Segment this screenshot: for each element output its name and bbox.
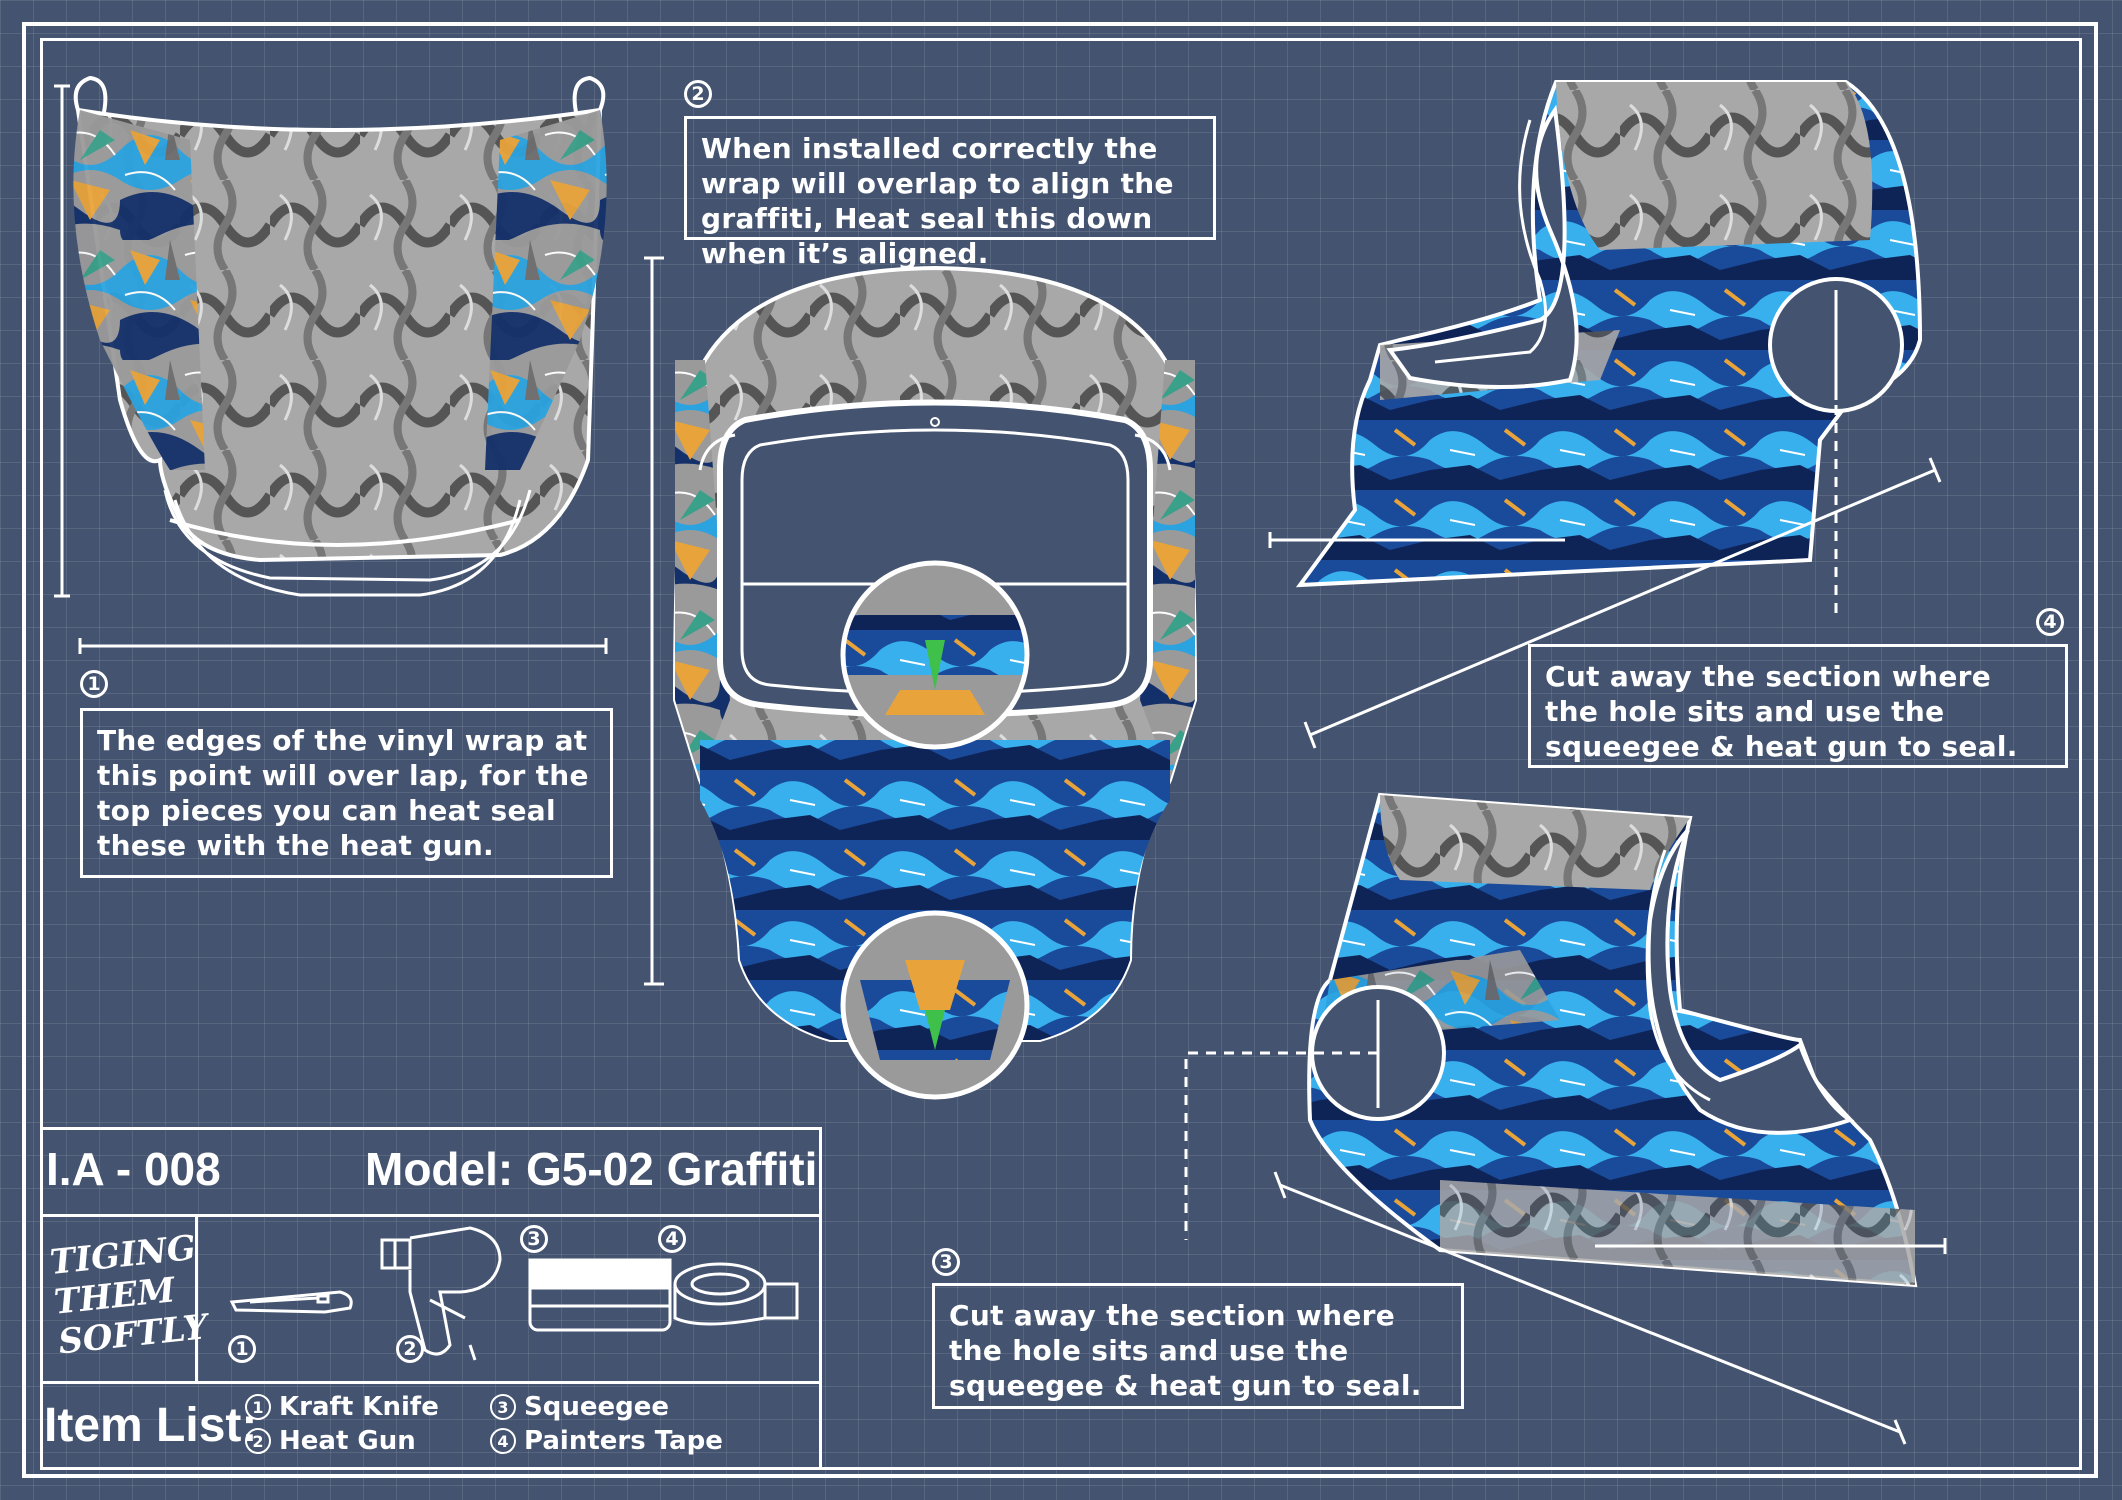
title-row: I.A - 008 Model: G5-02 Graffiti — [40, 1130, 819, 1217]
drawing-ref: I.A - 008 — [46, 1143, 221, 1195]
top-shell-panel — [73, 75, 607, 597]
squeegee-icon — [528, 1258, 672, 1332]
logo-cell: TIGING THEM SOFTLY — [40, 1217, 209, 1381]
dimension-lines-right-top — [1268, 457, 1942, 749]
tool-marker-2: 2 — [396, 1335, 424, 1363]
tool-marker-3: 3 — [520, 1225, 548, 1253]
item-heat-gun: 2 Heat Gun — [245, 1426, 416, 1456]
outer-frame — [22, 22, 2098, 1478]
marker-3: 3 — [932, 1248, 960, 1276]
title-block: I.A - 008 Model: G5-02 Graffiti TIGING T… — [40, 1127, 822, 1470]
dimension-lines-top-left — [54, 84, 608, 654]
item-painters-tape: 4 Painters Tape — [490, 1426, 723, 1456]
marker-1: 1 — [80, 670, 108, 698]
tool-marker-1: 1 — [228, 1335, 256, 1363]
right-side-panel — [1295, 80, 1923, 620]
note-1: The edges of the vinyl wrap at this poin… — [80, 708, 613, 878]
heat-gun-icon — [380, 1226, 502, 1361]
dimension-lines-right-bottom — [1184, 1051, 1947, 1445]
kraft-knife-icon — [229, 1290, 353, 1314]
note-4: Cut away the section where the hole sits… — [1528, 644, 2068, 768]
item-list-row: Item List: 1 Kraft Knife 2 Heat Gun 3 Sq… — [40, 1384, 819, 1473]
front-shell-panel — [672, 265, 1198, 1100]
left-side-panel — [1307, 792, 1918, 1288]
painters-tape-icon — [673, 1262, 799, 1326]
note-3: Cut away the section where the hole sits… — [932, 1283, 1464, 1409]
tool-marker-4: 4 — [658, 1225, 686, 1253]
note-2: When installed correctly the wrap will o… — [684, 116, 1216, 270]
item-list-label: Item List: — [44, 1399, 258, 1452]
brand-logo: TIGING THEM SOFTLY — [48, 1227, 210, 1363]
item-squeegee: 3 Squeegee — [490, 1392, 669, 1422]
inner-frame — [40, 38, 2082, 1470]
model-name: Model: G5-02 Graffiti — [365, 1143, 818, 1195]
tools-row: TIGING THEM SOFTLY 1 2 3 4 — [40, 1217, 819, 1384]
marker-4: 4 — [2036, 608, 2064, 636]
marker-2: 2 — [684, 80, 712, 108]
dimension-line-front — [644, 256, 664, 986]
item-kraft-knife: 1 Kraft Knife — [245, 1392, 439, 1422]
